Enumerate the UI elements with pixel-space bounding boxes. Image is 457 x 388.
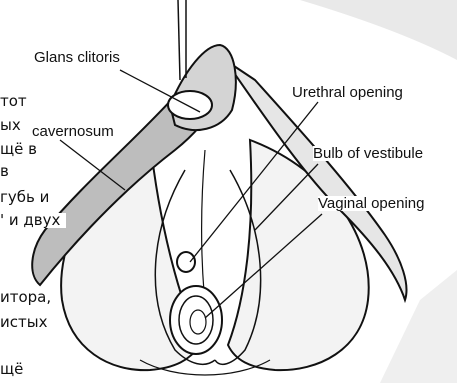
glans bbox=[168, 91, 212, 119]
urethral-opening-shape bbox=[177, 252, 195, 272]
overlay-fragment: тот bbox=[0, 94, 27, 109]
label-urethral-opening: Urethral opening bbox=[292, 85, 403, 100]
label-bulb-of-vestibule: Bulb of vestibule bbox=[313, 146, 423, 161]
overlay-fragment: ' и двух bbox=[0, 213, 66, 228]
label-glans-clitoris: Glans clitoris bbox=[34, 50, 120, 65]
overlay-fragment: щё в bbox=[0, 142, 37, 157]
label-corpus-cavernosum: cavernosum bbox=[32, 124, 114, 139]
overlay-fragment: истых bbox=[0, 315, 51, 330]
label-vaginal-opening: Vaginal opening bbox=[318, 196, 424, 211]
overlay-fragment: ых bbox=[0, 118, 21, 133]
overlay-fragment: щё bbox=[0, 362, 23, 377]
overlay-fragment: губь и bbox=[0, 190, 49, 205]
overlay-fragment: в bbox=[0, 164, 9, 179]
overlay-fragment: итора, bbox=[0, 290, 55, 305]
